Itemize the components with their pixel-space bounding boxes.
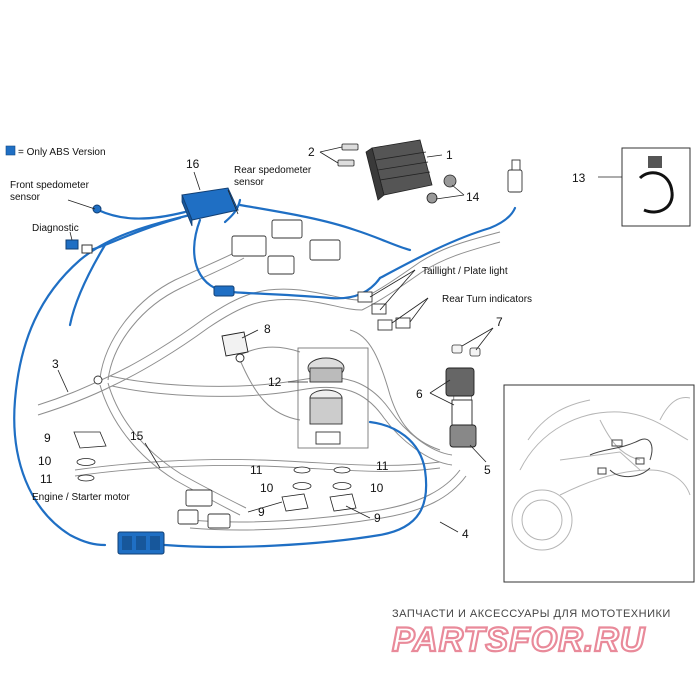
motorcycle-inset — [503, 384, 695, 583]
diagnostic-connector-2 — [81, 244, 93, 254]
part-4: 4 — [462, 527, 469, 541]
ground-connector — [221, 331, 249, 363]
part-16: 16 — [186, 157, 200, 171]
abs-harness — [13, 198, 517, 549]
part-12: 12 — [268, 375, 282, 389]
diagnostic-label: Diagnostic — [32, 223, 79, 234]
watermark-tagline: ЗАПЧАСТИ И АКСЕССУАРЫ ДЛЯ МОТОТЕХНИКИ — [392, 608, 671, 620]
taillight-label: Taillight / Plate light — [422, 266, 508, 277]
part-1: 1 — [446, 148, 453, 162]
part-15: 15 — [130, 429, 144, 443]
harness-connectors — [93, 375, 231, 529]
leader-lines — [57, 146, 622, 533]
coil-group — [297, 347, 369, 449]
part-7: 7 — [496, 315, 503, 329]
part-10c: 10 — [370, 481, 384, 495]
part-11b: 11 — [250, 463, 263, 477]
part-11c: 11 — [376, 459, 389, 473]
part-11a: 11 — [40, 472, 53, 486]
washers-left — [73, 431, 107, 482]
rear-light-connectors — [357, 291, 411, 331]
abs-control-unit — [181, 187, 239, 227]
part-10a: 10 — [38, 454, 52, 468]
part-9a: 9 — [44, 431, 51, 445]
rear-sensor-label-1: Rear spedometer — [234, 165, 312, 176]
abs-connector — [117, 531, 165, 555]
part-5: 5 — [484, 463, 491, 477]
bolts — [337, 143, 359, 167]
voltage-regulator — [365, 139, 433, 201]
watermark-brand: PARTSFOR.RU — [392, 621, 646, 659]
part-3: 3 — [52, 357, 59, 371]
starter-relay — [445, 367, 477, 448]
front-sensor-label-2: sensor — [10, 192, 41, 203]
diagnostic-connector — [65, 239, 79, 250]
rear-sensor-connectors — [231, 159, 523, 275]
part-9c: 9 — [374, 511, 381, 525]
front-sensor-tip — [92, 204, 102, 214]
part-13: 13 — [572, 171, 586, 185]
front-sensor-label-1: Front spedometer — [10, 180, 90, 191]
rear-turn-label: Rear Turn indicators — [442, 294, 532, 305]
part-8: 8 — [264, 322, 271, 336]
washers-center — [281, 466, 357, 512]
cable-tie-box — [621, 147, 691, 227]
abs-plug — [213, 285, 235, 297]
rear-sensor-label-2: sensor — [234, 177, 265, 188]
part-6: 6 — [416, 387, 423, 401]
grommets — [426, 174, 457, 204]
abs-legend-swatch — [5, 145, 16, 156]
part-2: 2 — [308, 145, 315, 159]
part-14: 14 — [466, 190, 480, 204]
legend-text: = Only ABS Version — [18, 147, 106, 158]
engine-starter-label: Engine / Starter motor — [32, 492, 130, 503]
part-9b: 9 — [258, 505, 265, 519]
part-10b: 10 — [260, 481, 274, 495]
bulbs — [451, 344, 481, 357]
